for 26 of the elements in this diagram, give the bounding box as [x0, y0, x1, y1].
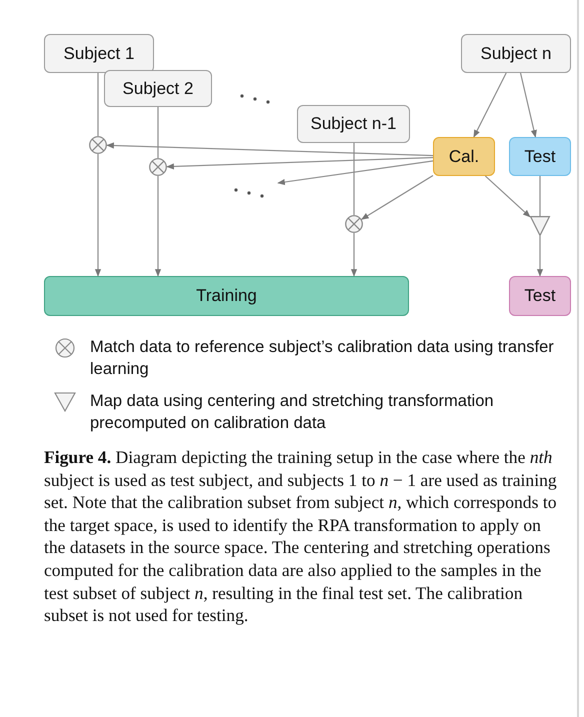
subject-box: Subject 1 — [44, 34, 154, 73]
match-operator-symbol — [149, 158, 167, 176]
map-operator-triangle — [530, 216, 550, 236]
arrow — [277, 160, 434, 186]
arrow — [484, 176, 531, 218]
match-operator-symbol — [89, 136, 107, 154]
test-box: Test — [509, 137, 571, 176]
calibration-box: Cal. — [433, 137, 495, 176]
subject-box: Subject n-1 — [297, 105, 410, 143]
arrow — [473, 72, 507, 138]
training-box: Training — [44, 276, 409, 316]
legend-text: Match data to reference subject’s calibration data using transfer learning — [90, 337, 554, 380]
arrow — [520, 72, 537, 138]
arrow — [350, 233, 358, 277]
subject-box: Subject 2 — [104, 70, 212, 107]
arrow — [154, 176, 162, 277]
test-set-box: Test — [509, 276, 571, 316]
arrow — [536, 236, 544, 277]
arrow — [106, 142, 434, 156]
subject-box: Subject n — [461, 34, 571, 73]
arrow — [361, 175, 434, 220]
figure-caption: Figure 4. Diagram depicting the training setup in the case where the nth subject is used as test subject, and subjects 1 to n − 1 are used as training set. Note that the calibration subset from subject n, which corresponds to the target space, is used to identify the RPA transformation to apply on the datasets in the source space. The centering and stretching operations computed for the calibration data are also applied to the samples in the test subset of subject n, resulting in the final test set. The calibration subset is not used for testing. — [44, 446, 558, 627]
arrow — [94, 154, 102, 277]
match-operator-symbol — [345, 215, 363, 233]
arrow — [166, 157, 434, 170]
legend-text: Map data using centering and stretching transformation precomputed on calibration data — [90, 391, 495, 434]
